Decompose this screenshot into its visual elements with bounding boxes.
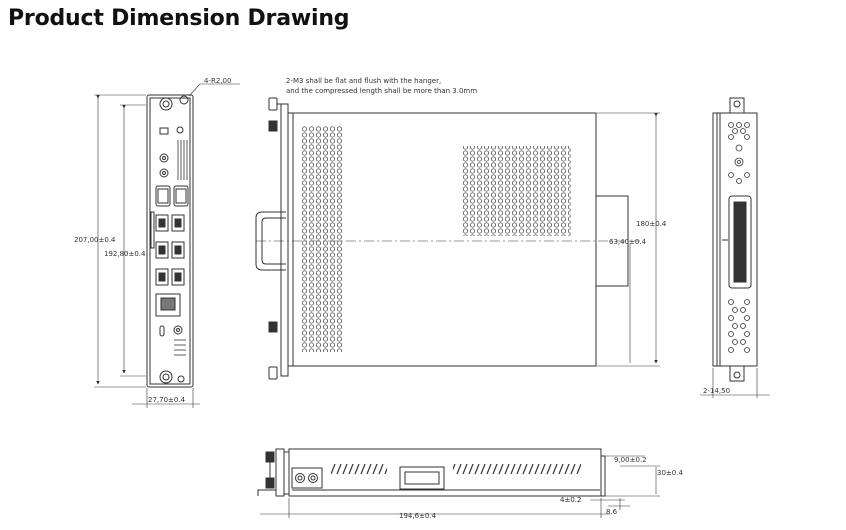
top-view	[255, 97, 660, 380]
bottom-length-label: 194,6±0.4	[399, 512, 437, 520]
side-view	[700, 97, 770, 398]
front-width-label: 27,70±0.4	[148, 396, 186, 404]
top-height-label: 180±0.4	[636, 220, 667, 228]
front-view	[94, 83, 240, 408]
top-offset-label: 63,40±0.4	[609, 238, 647, 246]
mounting-note-line1: 2-M3 shall be flat and flush with the ha…	[286, 77, 441, 85]
front-height-outer-label: 207,00±0.4	[74, 236, 116, 244]
mounting-note-line2: and the compressed length shall be more …	[286, 87, 477, 95]
bottom-dim-a-label: 9,00±0.2	[614, 456, 647, 464]
side-width-label: 2-14,50	[703, 387, 730, 395]
bottom-view	[257, 448, 660, 518]
front-height-inner-label: 192,80±0.4	[104, 250, 146, 258]
bottom-dim-d-label: 8.6	[606, 508, 618, 516]
bottom-dim-b-label: 30±0.4	[657, 469, 683, 477]
page-title: Product Dimension Drawing	[8, 6, 350, 31]
corner-radius-label: 4-R2,00	[204, 77, 231, 85]
bottom-dim-c-label: 4±0.2	[560, 496, 581, 504]
